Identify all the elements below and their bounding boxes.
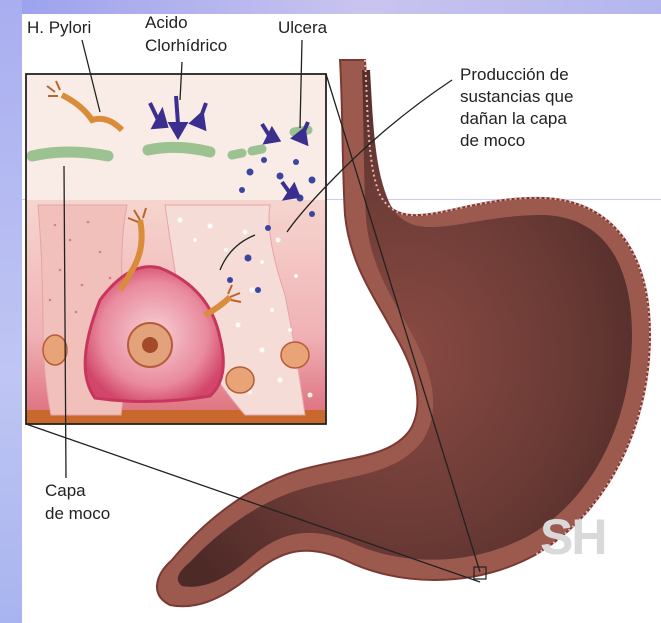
label-capa-line1: Capa: [45, 480, 86, 501]
mucus-segment: [32, 152, 108, 156]
label-produccion-line2: sustancias que: [460, 86, 573, 107]
watermark-logo: SH: [540, 508, 605, 566]
label-acido-line1: Acido: [145, 12, 188, 33]
label-acido-line2: Clorhídrico: [145, 35, 227, 56]
label-produccion-line1: Producción de: [460, 64, 569, 85]
lumen-area: [26, 74, 326, 204]
label-capa-line2: de moco: [45, 503, 110, 524]
cell-nucleolus: [142, 337, 158, 353]
mucus-segment: [148, 147, 210, 152]
label-produccion-line3: dañan la capa: [460, 108, 567, 129]
zoom-box: [26, 74, 326, 424]
label-ulcera: Ulcera: [278, 17, 327, 38]
small-cell: [43, 335, 67, 365]
small-cell: [226, 367, 254, 393]
label-h-pylori: H. Pylori: [27, 17, 91, 38]
label-produccion-line4: de moco: [460, 130, 525, 151]
small-cell: [281, 342, 309, 368]
